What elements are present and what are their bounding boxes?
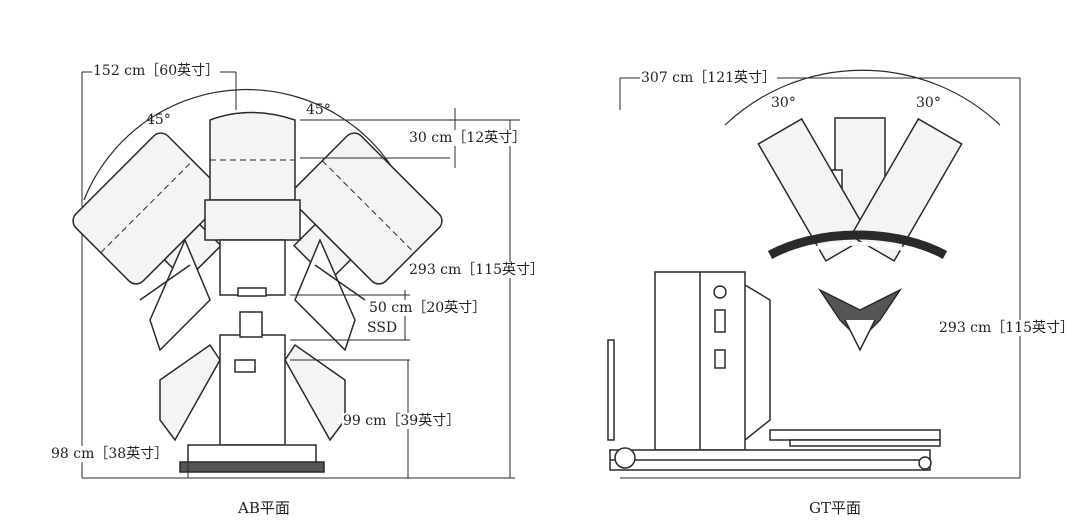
ab-plane-drawing (72, 71, 520, 479)
ab-width-label: 152 cm［60英寸］ (92, 63, 221, 79)
center-gantry-head (204, 111, 301, 297)
ab-height-label: 293 cm［115英寸］ (408, 262, 546, 278)
ab-base-width-label: 98 cm［38英寸］ (50, 446, 170, 462)
column (219, 311, 286, 446)
ab-plane-caption: AB平面 (238, 499, 290, 517)
gt-plane-caption: GT平面 (809, 499, 861, 517)
gt-plane-drawing (607, 69, 1021, 479)
gt-width-label: 307 cm［121英寸］ (640, 70, 778, 86)
gt-right-head (849, 117, 963, 262)
ab-angle-right-label: 45° (306, 102, 331, 118)
gt-body (654, 271, 771, 451)
ab-base-height-label: 99 cm［39英寸］ (342, 413, 462, 429)
ab-angle-left-label: 45° (146, 112, 171, 128)
ab-ssd-offset-label: 50 cm［20英寸］ (368, 300, 488, 316)
ab-ssd-label: SSD (366, 320, 399, 336)
gt-angle-left-label: 30° (771, 95, 796, 111)
gt-angle-right-label: 30° (916, 95, 941, 111)
ab-head-offset-label: 30 cm［12英寸］ (408, 130, 528, 146)
gt-height-label: 293 cm［115英寸］ (938, 320, 1076, 336)
gt-left-head (757, 117, 871, 262)
